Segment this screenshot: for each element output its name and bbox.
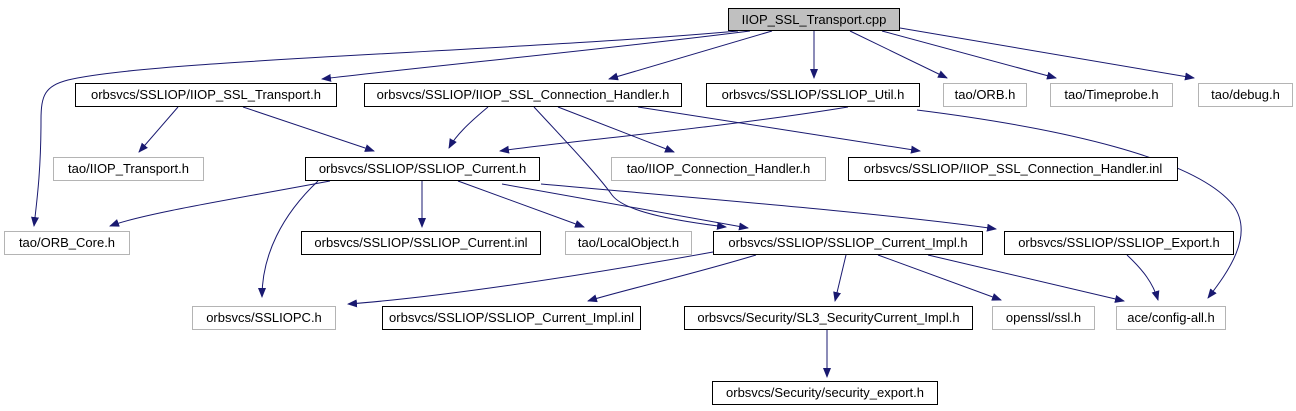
- edge-iiop_ssl_connection_handler_h-iiop_ssl_connection_handler_inl: [637, 106, 921, 154]
- edge-ssliop_util_h-ssliop_current_h: [499, 106, 849, 154]
- edge-root-tao_orb_h: [849, 30, 948, 79]
- edge-ssliop_current_impl_h-sl3_securitycurrent_impl_h: [833, 254, 847, 302]
- node-openssl-ssl-h: openssl/ssl.h: [992, 306, 1095, 330]
- edge-root-tao_timeprobe_h: [881, 30, 1057, 80]
- node-iiop-ssl-transport-cpp: IIOP_SSL_Transport.cpp: [728, 8, 900, 31]
- node-tao-debug-h: tao/debug.h: [1198, 83, 1293, 107]
- edge-root-tao_debug_h: [899, 27, 1195, 81]
- node-security-export-h[interactable]: orbsvcs/Security/security_export.h: [712, 381, 938, 405]
- edge-iiop_ssl_connection_handler_h-ssliop_current_h: [448, 106, 489, 149]
- edge-ssliop_current_h-ssliopc_h: [258, 180, 319, 298]
- node-ssliop-current-inl[interactable]: orbsvcs/SSLIOP/SSLIOP_Current.inl: [301, 231, 541, 255]
- edge-ssliop_export_h-ace_config_all_h: [1126, 254, 1160, 301]
- node-tao-iiop-connection-handler-h: tao/IIOP_Connection_Handler.h: [611, 157, 826, 181]
- node-ssliopc-h: orbsvcs/SSLIOPC.h: [192, 306, 336, 330]
- edge-iiop_ssl_transport_h-tao_iiop_transport_h: [138, 106, 179, 153]
- edge-ssliop_current_h-ssliop_current_impl_h: [501, 183, 749, 231]
- edge-root-iiop_ssl_transport_h: [321, 30, 751, 82]
- node-tao-orb-h: tao/ORB.h: [943, 83, 1027, 107]
- node-ssliop-util-h[interactable]: orbsvcs/SSLIOP/SSLIOP_Util.h: [706, 83, 920, 107]
- node-iiop-ssl-connection-handler-inl[interactable]: orbsvcs/SSLIOP/IIOP_SSL_Connection_Handl…: [848, 157, 1178, 181]
- node-tao-localobject-h: tao/LocalObject.h: [565, 231, 692, 255]
- edge-ssliop_util_h-ace_config_all_h: [916, 109, 1242, 299]
- edge-ssliop_current_impl_h-ssliopc_h: [347, 251, 714, 308]
- edge-ssliop_current_impl_h-ssliop_current_impl_inl: [587, 254, 757, 303]
- edge-iiop_ssl_connection_handler_h-ssliop_current_impl_h: [533, 106, 727, 230]
- node-iiop-ssl-connection-handler-h[interactable]: orbsvcs/SSLIOP/IIOP_SSL_Connection_Handl…: [364, 83, 682, 107]
- node-ssliop-current-impl-h[interactable]: orbsvcs/SSLIOP/SSLIOP_Current_Impl.h: [713, 231, 983, 255]
- edge-ssliop_current_impl_h-ace_config_all_h: [927, 254, 1125, 303]
- node-ssliop-export-h[interactable]: orbsvcs/SSLIOP/SSLIOP_Export.h: [1004, 231, 1234, 255]
- node-tao-orb-core-h: tao/ORB_Core.h: [4, 231, 130, 255]
- edge-iiop_ssl_connection_handler_h-tao_iiop_connection_handler_h: [557, 106, 675, 153]
- edge-ssliop_current_h-tao_orb_core_h: [109, 180, 331, 227]
- edge-ssliop_current_h-tao_localobject_h: [457, 180, 585, 228]
- node-ssliop-current-h[interactable]: orbsvcs/SSLIOP/SSLIOP_Current.h: [305, 157, 540, 181]
- node-ace-config-all-h: ace/config-all.h: [1116, 306, 1226, 330]
- edge-root-iiop_ssl_connection_handler_h: [608, 30, 773, 81]
- node-ssliop-current-impl-inl[interactable]: orbsvcs/SSLIOP/SSLIOP_Current_Impl.inl: [382, 306, 641, 330]
- edge-ssliop_current_h-ssliop_export_h: [540, 183, 997, 232]
- edge-ssliop_current_impl_h-openssl_ssl_h: [877, 254, 1002, 301]
- edge-iiop_ssl_transport_h-ssliop_current_h: [242, 106, 375, 152]
- node-sl3-securitycurrent-impl-h[interactable]: orbsvcs/Security/SL3_SecurityCurrent_Imp…: [684, 306, 973, 330]
- node-tao-iiop-transport-h: tao/IIOP_Transport.h: [53, 157, 204, 181]
- edge-root-tao_orb_core_h: [31, 30, 739, 227]
- node-iiop-ssl-transport-h[interactable]: orbsvcs/SSLIOP/IIOP_SSL_Transport.h: [75, 83, 337, 107]
- node-tao-timeprobe-h: tao/Timeprobe.h: [1050, 83, 1173, 107]
